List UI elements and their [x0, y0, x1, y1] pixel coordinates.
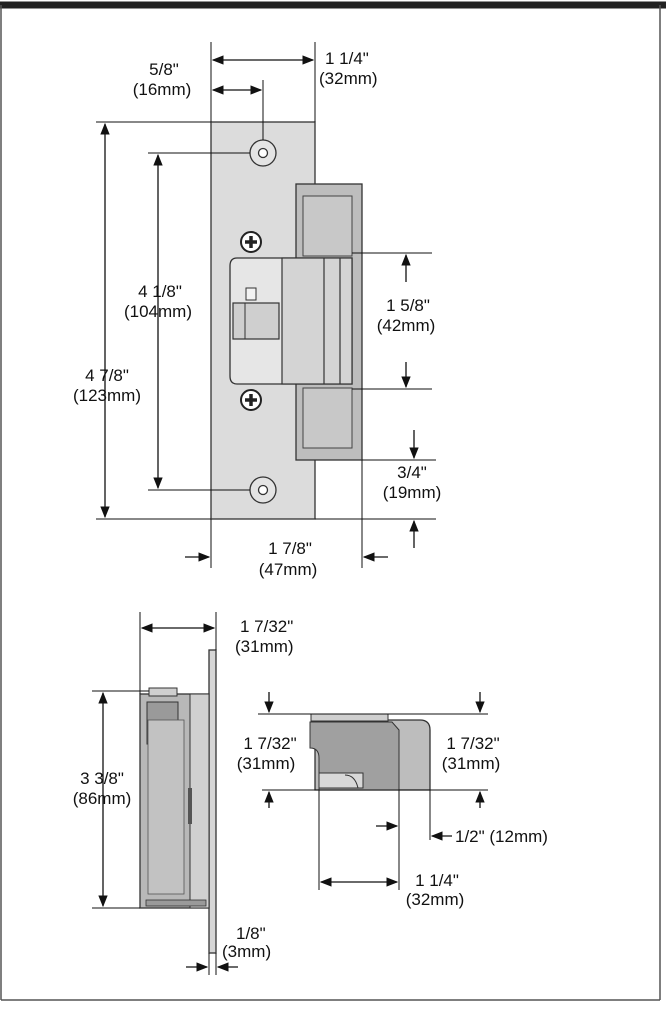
dim-label-plate-thickness-mm: (3mm)	[222, 942, 271, 961]
latch-slot	[232, 302, 280, 340]
dim-label-side-height: 3 3/8"	[80, 769, 124, 788]
side-body-flange	[189, 693, 210, 909]
dim-label-keeper-opening: 1 5/8"	[386, 296, 430, 315]
end-body-latch	[344, 774, 359, 789]
end-body-top-lip	[310, 713, 389, 722]
dim-label-end-offset: 1/2" (12mm)	[455, 827, 548, 846]
dim-label-end-width-mm: (32mm)	[406, 890, 465, 909]
dim-label-height-total: 4 7/8"	[85, 366, 129, 385]
screw-icon	[240, 231, 262, 253]
side-body-panel	[147, 719, 185, 895]
strike-body-recess	[302, 195, 353, 257]
end-view: 1 7/32" (31mm) 1 7/32" (31mm) 1/2" (12mm…	[237, 692, 548, 909]
dim-label-end-width: 1 1/4"	[415, 871, 459, 890]
dim-label-bottom-offset-mm: (19mm)	[383, 483, 442, 502]
side-body-top-tab	[148, 687, 178, 697]
dim-label-overall-width-mm: (32mm)	[319, 69, 378, 88]
mounting-hole-icon	[249, 476, 277, 504]
dim-label-total-depth: 1 7/8"	[268, 539, 312, 558]
dim-label-side-depth: 1 7/32"	[240, 617, 293, 636]
mounting-hole-icon	[249, 139, 277, 167]
front-view: 1 1/4" (32mm) 5/8" (16mm) 4 7/8" (123mm)…	[73, 42, 441, 579]
dim-label-end-height-right-mm: (31mm)	[442, 754, 501, 773]
dim-label-overall-width: 1 1/4"	[325, 49, 369, 68]
dim-label-end-height-right: 1 7/32"	[446, 734, 499, 753]
side-body-base	[145, 899, 207, 907]
dim-label-total-depth-mm: (47mm)	[259, 560, 318, 579]
dim-label-keeper-opening-mm: (42mm)	[377, 316, 436, 335]
strike-body-recess	[302, 387, 353, 449]
keeper-jaw	[281, 257, 353, 385]
dim-label-end-height-left-mm: (31mm)	[237, 754, 296, 773]
dim-label-side-height-mm: (86mm)	[73, 789, 132, 808]
dim-label-side-depth-mm: (31mm)	[235, 637, 294, 656]
dim-label-end-height-left: 1 7/32"	[243, 734, 296, 753]
side-faceplate	[208, 649, 217, 954]
latch-tab	[245, 287, 257, 301]
dim-label-screw-offset: 5/8"	[149, 60, 179, 79]
dim-label-plate-thickness: 1/8"	[236, 924, 266, 943]
side-view: 1 7/32" (31mm) 3 3/8" (86mm) 1/8" (3mm)	[73, 612, 294, 975]
dim-label-screw-spacing-mm: (104mm)	[124, 302, 192, 321]
dim-label-bottom-offset: 3/4"	[397, 463, 427, 482]
dim-label-screw-offset-mm: (16mm)	[133, 80, 192, 99]
screw-icon	[240, 389, 262, 411]
dim-label-height-total-mm: (123mm)	[73, 386, 141, 405]
end-body-latch	[318, 772, 364, 789]
side-body-slot	[188, 788, 192, 824]
dim-label-screw-spacing: 4 1/8"	[138, 282, 182, 301]
